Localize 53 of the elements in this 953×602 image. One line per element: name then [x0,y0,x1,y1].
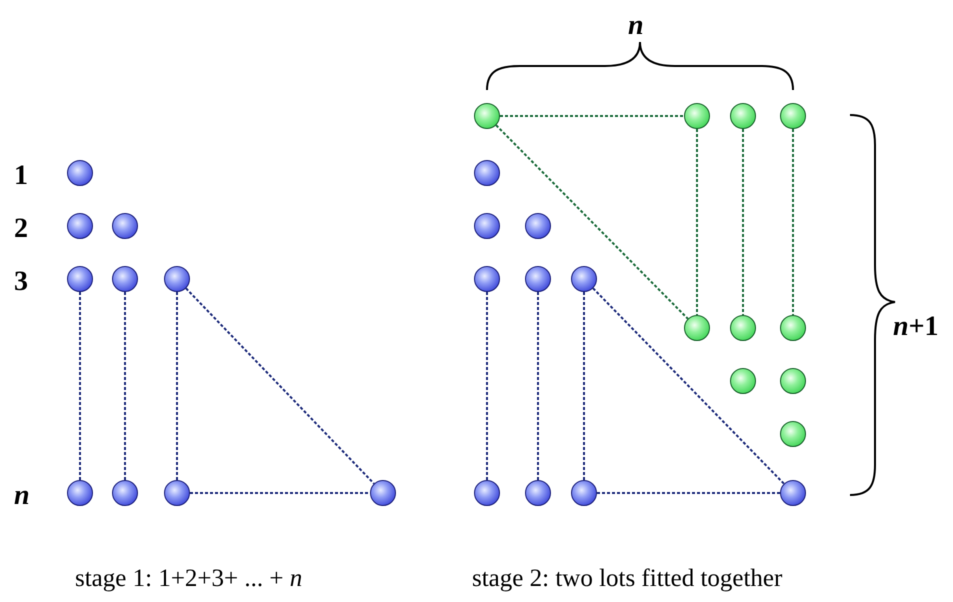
dot [67,213,93,239]
dot [67,160,93,186]
dot [474,480,500,506]
caption: stage 2: two lots fitted together [472,566,782,591]
dot [474,213,500,239]
dot [112,480,138,506]
row-number: n [14,482,30,510]
dotted-line [79,292,81,480]
dot [67,266,93,292]
dotted-line [185,288,375,484]
row-number: 1 [14,162,28,190]
dotted-line [597,492,780,494]
dot [730,368,756,394]
dot [684,103,710,129]
dotted-line [495,124,689,320]
dot [684,315,710,341]
dot [474,160,500,186]
dotted-line [124,292,126,480]
dot [780,103,806,129]
variable-label: n [628,12,644,40]
dot [164,480,190,506]
dot [67,480,93,506]
dotted-line [742,129,744,315]
dot [571,266,597,292]
count-label: n+1 [893,313,939,341]
dot [370,480,396,506]
dotted-line [583,292,585,480]
dotted-line [696,129,698,315]
dot [474,266,500,292]
dot [525,213,551,239]
dot [780,315,806,341]
row-number: 3 [14,268,28,296]
dot [780,480,806,506]
dot [780,421,806,447]
dot [730,315,756,341]
dotted-line [500,115,684,117]
dot [525,480,551,506]
dot [112,266,138,292]
dot [525,266,551,292]
dot [780,368,806,394]
dot [571,480,597,506]
dot [112,213,138,239]
dotted-line [176,292,178,480]
row-number: 2 [14,215,28,243]
dotted-line [592,288,785,484]
dot [730,103,756,129]
dot [474,103,500,129]
dotted-line [190,492,370,494]
dotted-line [486,292,488,480]
dot [164,266,190,292]
caption: stage 1: 1+2+3+ ... + n [75,566,302,591]
dotted-line [537,292,539,480]
dotted-line [792,129,794,315]
